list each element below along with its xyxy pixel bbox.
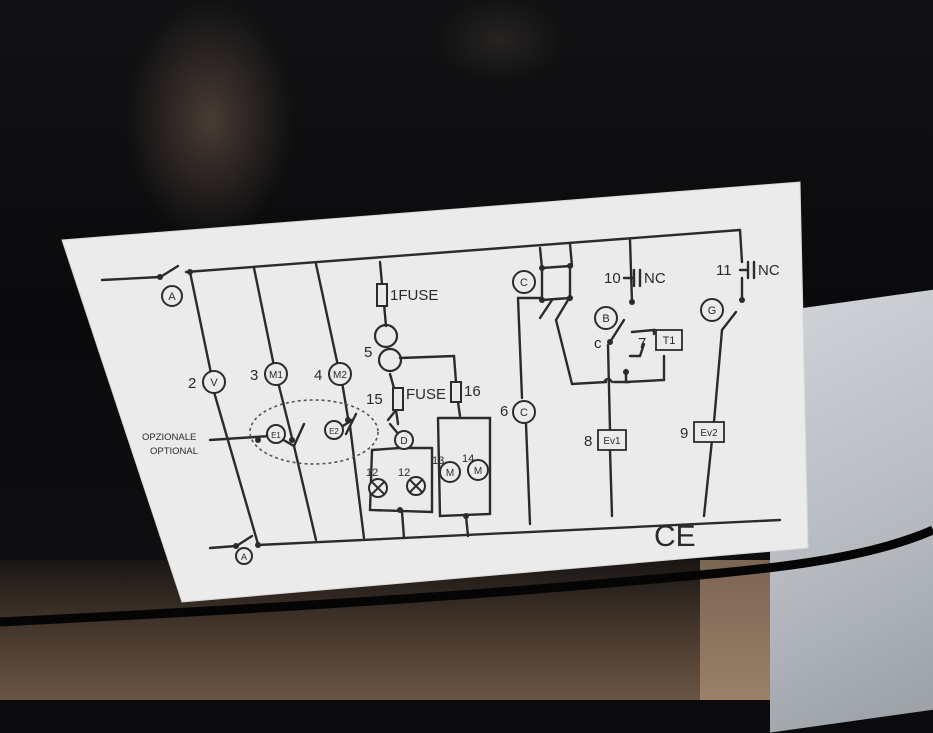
num12b-label: 12 — [398, 467, 410, 479]
fuse-symbols — [376, 283, 462, 411]
num7-label: 7 — [638, 335, 646, 352]
symbol-a-bottom: A — [241, 552, 247, 562]
symbol-b: B — [602, 313, 609, 325]
symbol-g: G — [708, 305, 717, 317]
symbol-v: V — [210, 377, 218, 389]
fuse1-label: 1FUSE — [390, 287, 438, 304]
num5-label: 5 — [364, 344, 372, 361]
valve-ev2: Ev2 — [700, 428, 718, 439]
num15-label: 15 — [366, 391, 383, 408]
valve-ev1: Ev1 — [603, 436, 621, 447]
fuse15-label: FUSE — [406, 386, 446, 403]
lamp-symbols — [368, 476, 426, 498]
num11-label: 11 — [716, 262, 732, 279]
junction-dots — [157, 263, 745, 549]
symbol-d: D — [400, 436, 407, 447]
num13-label: 13 — [432, 455, 444, 467]
component-boxes — [597, 329, 725, 451]
circuit-lines — [100, 228, 782, 550]
optional-it-label: OPZIONALE — [142, 432, 196, 443]
optional-en-label: OPTIONAL — [150, 446, 198, 457]
symbol-m14: M — [474, 466, 482, 477]
num16-label: 16 — [464, 383, 481, 400]
label-card-background — [61, 181, 809, 603]
transformer-symbol — [373, 323, 403, 373]
symbol-e1: E1 — [271, 431, 281, 440]
symbol-e2: E2 — [329, 427, 339, 436]
contact-c-label: c — [594, 335, 602, 352]
relay-t1: T1 — [663, 335, 676, 347]
nc10-label: NC — [644, 270, 666, 287]
symbol-c-mid: C — [520, 407, 528, 419]
num4-label: 4 — [314, 367, 322, 384]
num6-label: 6 — [500, 403, 508, 420]
num12a-label: 12 — [366, 467, 378, 479]
circled-symbols — [161, 270, 724, 565]
num8-label: 8 — [584, 433, 592, 450]
num14-label: 14 — [462, 453, 474, 465]
num9-label: 9 — [680, 425, 688, 442]
symbol-a-top: A — [168, 291, 176, 303]
black-cable — [0, 525, 933, 627]
symbol-m1: M1 — [269, 370, 283, 381]
wiring-diagram-label: 1FUSE 15 FUSE 16 5 2 3 4 6 7 8 9 10 11 N… — [0, 181, 933, 627]
symbol-m13: M — [446, 468, 454, 479]
optional-group-ellipse — [249, 399, 379, 465]
num10-label: 10 — [604, 270, 621, 287]
num2-label: 2 — [188, 375, 196, 392]
num3-label: 3 — [250, 367, 258, 384]
nc11-label: NC — [758, 262, 780, 279]
symbol-m2: M2 — [333, 370, 347, 381]
ce-mark: CE — [654, 520, 696, 553]
symbol-c-top: C — [520, 277, 528, 289]
